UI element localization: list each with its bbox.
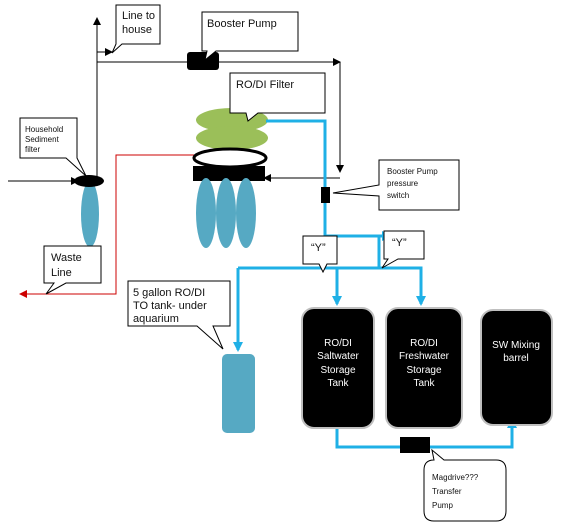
freshwater-tank-body	[385, 307, 463, 429]
pressure-switch-label-1: Booster Pump	[387, 167, 438, 176]
callout-to-tank: 5 gallon RO/DI TO tank- under aquarium	[127, 280, 231, 350]
filter-manifold	[193, 166, 265, 181]
sediment-canister	[81, 181, 99, 247]
freshwater-tank-label-1: RO/DI	[410, 338, 438, 349]
sediment-label-1: Household	[25, 125, 63, 134]
cartridge-1	[196, 178, 216, 248]
saltwater-tank-label-4: Tank	[327, 378, 349, 389]
callout-line-to-house: Line to house	[111, 4, 161, 54]
filter-membrane-ring	[192, 147, 268, 169]
callout-booster-pump: Booster Pump	[201, 11, 299, 62]
callout-waste-line: Waste Line	[43, 245, 102, 295]
sw-mixing-label-2: barrel	[503, 353, 529, 364]
booster-pump-label: Booster Pump	[207, 18, 277, 30]
y-left-label: “Y”	[311, 242, 326, 254]
transfer-pump-label-3: Pump	[432, 501, 453, 510]
callout-pressure-switch: Booster Pump pressure switch	[332, 159, 460, 211]
pressure-switch-label-2: pressure	[387, 179, 419, 188]
ro-di-filter	[192, 108, 268, 248]
saltwater-storage-tank: RO/DI Saltwater Storage Tank	[301, 307, 375, 429]
to-tank-label-1: 5 gallon RO/DI	[133, 287, 205, 299]
saltwater-tank-label-2: Saltwater	[317, 351, 359, 362]
transfer-pump-label-2: Transfer	[432, 487, 462, 496]
sediment-label-2: Sediment	[25, 135, 60, 144]
callout-y-left: “Y”	[302, 235, 338, 274]
filter-output-line	[266, 119, 327, 268]
sediment-label-3: filter	[25, 145, 40, 154]
saltwater-tank-body	[301, 307, 375, 429]
household-sediment-filter	[74, 175, 104, 247]
pressure-switch	[321, 187, 330, 203]
cartridge-2	[216, 178, 236, 248]
ro-di-filter-label: RO/DI Filter	[236, 79, 294, 91]
to-tank-label-2: TO tank- under	[133, 300, 207, 312]
callout-transfer-pump: Magdrive??? Transfer Pump	[423, 448, 507, 522]
callout-household-sediment: Household Sediment filter	[19, 117, 87, 177]
y-right-label: “Y”	[392, 237, 407, 249]
filter-disc-bottom	[196, 126, 268, 150]
freshwater-tank-label-4: Tank	[413, 378, 435, 389]
booster-pump	[187, 52, 219, 70]
to-tank-label-3: aquarium	[133, 313, 179, 325]
pressure-switch-label-3: switch	[387, 191, 409, 200]
sediment-filter-head	[74, 175, 104, 187]
waste-line	[19, 154, 196, 298]
callout-ro-di-filter: RO/DI Filter	[229, 72, 326, 122]
saltwater-tank-label-1: RO/DI	[324, 338, 352, 349]
callout-y-right: “Y”	[381, 230, 425, 269]
waste-line-label-1: Waste	[51, 252, 82, 264]
freshwater-tank-label-2: Freshwater	[399, 351, 450, 362]
drop-freshwater	[414, 266, 426, 306]
freshwater-tank-label-3: Storage	[406, 365, 441, 376]
line-to-house-label-1: Line to	[122, 10, 155, 22]
sw-mixing-label-1: SW Mixing	[492, 340, 540, 351]
transfer-pump-label-1: Magdrive???	[432, 473, 479, 482]
sw-mixing-barrel: SW Mixing barrel	[480, 309, 553, 426]
to-tank	[222, 354, 255, 433]
saltwater-tank-label-3: Storage	[320, 365, 355, 376]
sw-mixing-body	[480, 309, 553, 426]
cartridge-3	[236, 178, 256, 248]
transfer-pump	[400, 437, 430, 453]
waste-line-label-2: Line	[51, 267, 72, 279]
freshwater-storage-tank: RO/DI Freshwater Storage Tank	[385, 307, 463, 429]
line-to-house-label-2: house	[122, 24, 152, 36]
